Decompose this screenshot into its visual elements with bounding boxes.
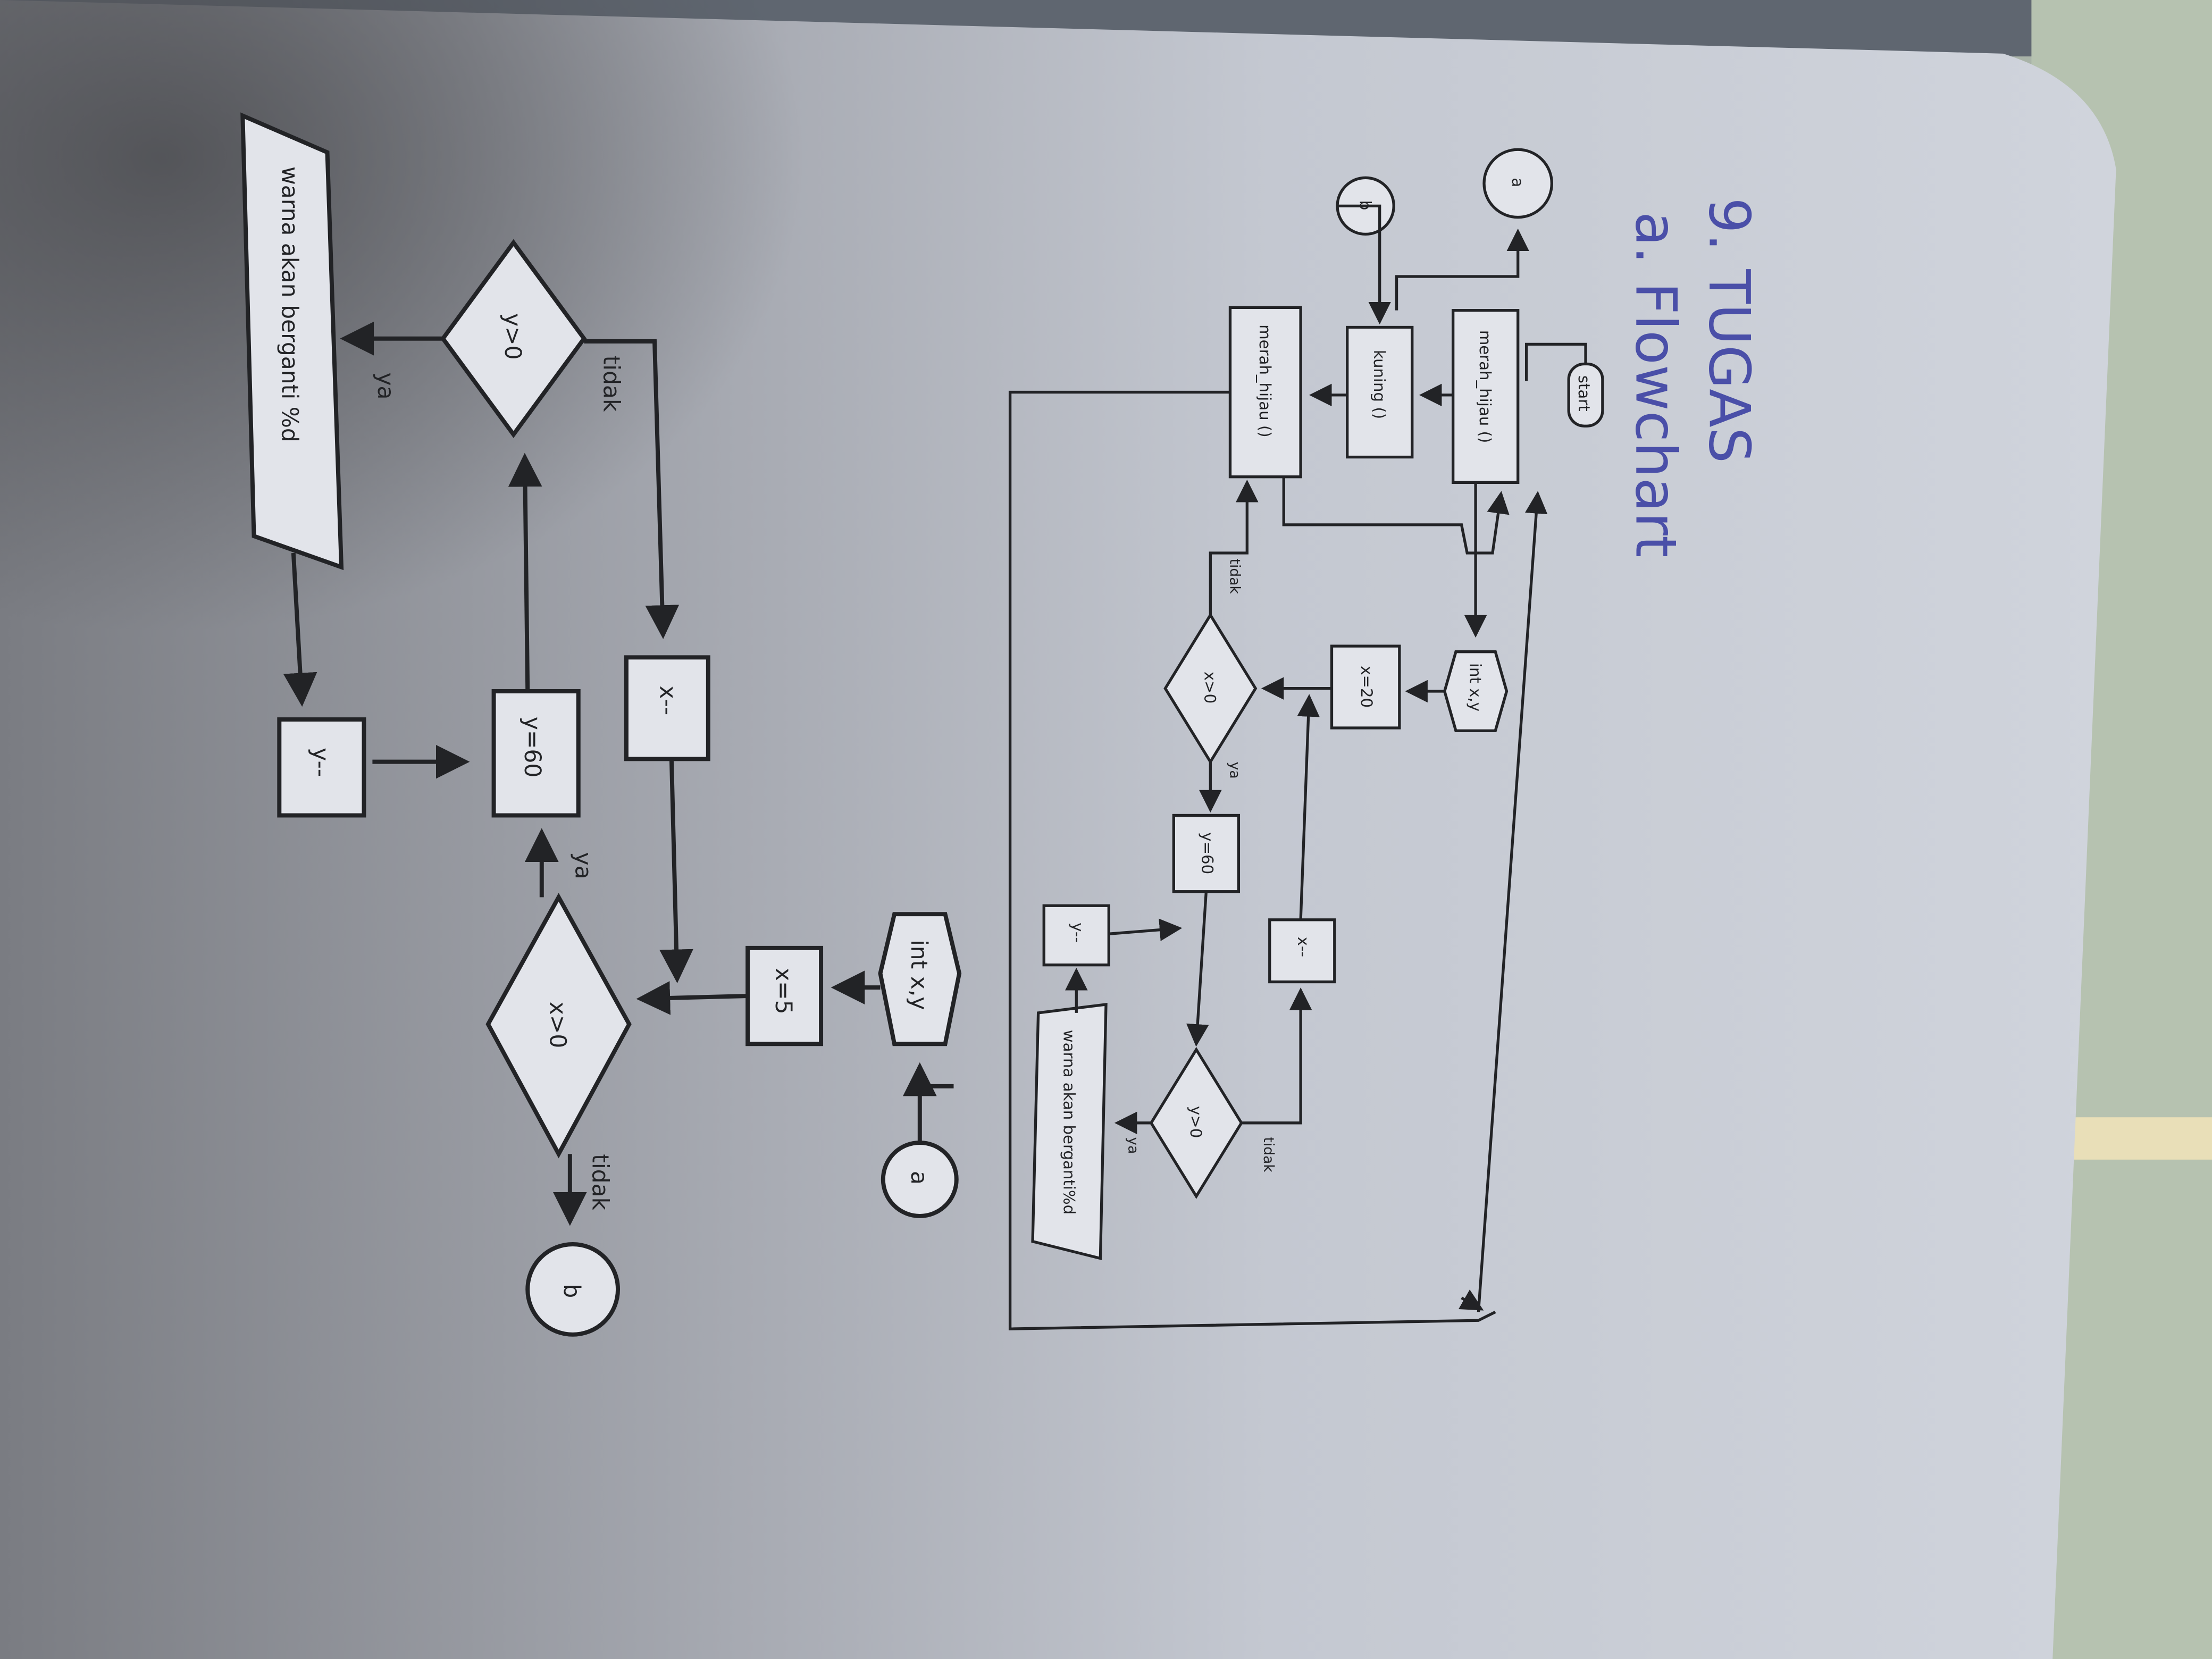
start-label: start [1575, 375, 1593, 412]
merah-hijau-mid-label: merah_hijau () [1256, 324, 1274, 437]
tidak-label-1: tidak [1226, 559, 1243, 594]
y-assign-large-label: y=60 [519, 717, 545, 778]
cond-y-large-label: y>0 [499, 313, 525, 360]
connector-b-small-label: b [1356, 200, 1375, 211]
x-dec-label: x-- [1294, 937, 1312, 957]
connector-a-large-label: a [906, 1171, 932, 1185]
connector-a-small-label: a [1509, 178, 1527, 187]
connector-b-large [525, 1242, 621, 1337]
y-dec-large-box [277, 717, 366, 818]
cond-x-large-diamond [485, 893, 632, 1159]
merah-hijau-top-label: merah_hijau () [1476, 330, 1494, 443]
subheading: a. Flowchart [1623, 212, 1689, 558]
tidak-y-label: tidak [598, 356, 624, 412]
ya-y-label: ya [372, 372, 398, 399]
cond-x-label: x>0 [1201, 672, 1219, 703]
x-assign-box [1330, 644, 1401, 730]
y-assign-box [1172, 814, 1241, 893]
kuning-box [1346, 325, 1414, 459]
large-flowchart-labels: a int x,y x=5 x>0 tidak b ya y=60 y>0 ya… [276, 166, 932, 1298]
output-large-parallelogram [240, 112, 344, 571]
output-parallelogram [1031, 1002, 1108, 1260]
ya-x-label: ya [569, 852, 596, 879]
x-assign-large-box [745, 945, 824, 1046]
cond-x-diamond [1163, 612, 1258, 765]
y-assign-large-box [491, 689, 581, 818]
x-assign-label: x=20 [1358, 666, 1376, 708]
output-large-label: warna akan berganti %d [276, 166, 303, 442]
task-number: 9. TUGAS [1696, 197, 1762, 463]
bookmark-ribbon [2054, 1117, 2212, 1160]
connector-b-large-label: b [558, 1284, 584, 1298]
small-flowchart-labels: start merah_hijau () kuning () merah_hij… [1060, 178, 1593, 1214]
handwriting: 9. TUGAS a. Flowchart [1623, 197, 1762, 557]
y-dec-box [1042, 904, 1110, 967]
x-dec-large-label: x-- [655, 685, 681, 715]
merah-hijau-mid-box [1228, 306, 1302, 479]
ya-label-1: ya [1226, 762, 1243, 779]
y-assign-label: y=60 [1198, 832, 1216, 874]
large-flowchart [240, 112, 962, 1337]
x-assign-large-label: x=5 [770, 968, 796, 1015]
cond-y-label: y>0 [1187, 1106, 1205, 1138]
tidak-label-2: tidak [1260, 1137, 1277, 1172]
int-xy-large-hexagon [878, 912, 962, 1046]
cond-x-large-label: x>0 [544, 1002, 571, 1049]
connector-a-small [1482, 148, 1554, 219]
y-dec-label: y-- [1068, 923, 1086, 943]
kuning-label: kuning () [1370, 350, 1388, 419]
output-label: warna akan berganti%d [1060, 1030, 1078, 1214]
ya-label-2: ya [1125, 1137, 1141, 1154]
merah-hijau-top-box [1451, 309, 1520, 484]
int-xy-label: int x,y [1466, 663, 1484, 711]
small-flowchart [1008, 148, 1604, 1330]
y-dec-large-label: y-- [307, 748, 333, 777]
x-dec-large-box [624, 655, 710, 761]
int-xy-large-label: int x,y [906, 940, 932, 1010]
tidak-x-label: tidak [586, 1154, 613, 1210]
